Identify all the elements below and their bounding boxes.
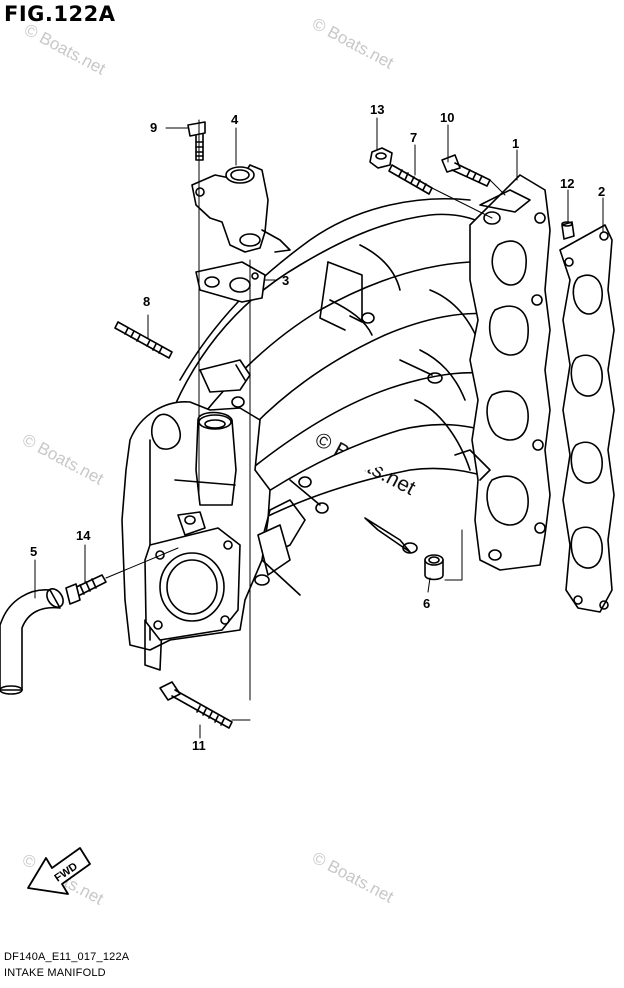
manifold-flange [454,174,551,571]
stud-part-8 [114,321,173,359]
part-label-9: 9 [150,120,157,135]
stud-part-7 [388,164,433,195]
part-label-4: 4 [231,112,239,127]
isc-valve-part-4 [191,164,291,253]
bolt-part-10 [441,154,491,187]
part-label-7: 7 [410,130,417,145]
part-label-3: 3 [282,273,289,288]
part-number-labels: 1 2 3 4 5 6 7 8 9 10 11 12 13 14 [30,102,605,753]
drawing-code: DF140A_E11_017_122A [4,951,130,963]
collar-part-6 [424,554,444,581]
part-label-5: 5 [30,544,37,559]
bolt-part-9 [187,121,206,161]
intake-runners [174,198,501,521]
part-label-8: 8 [143,294,150,309]
part-label-1: 1 [512,136,519,151]
figure-title: FIG.122A [4,2,116,26]
part-label-12: 12 [560,176,574,191]
clip-part-14 [65,574,107,605]
isc-gasket-part-3 [195,261,266,303]
fwd-arrow [27,847,91,895]
figure-caption: INTAKE MANIFOLD [4,967,106,979]
part-label-2: 2 [598,184,605,199]
part-label-11: 11 [192,738,206,753]
gasket-part-2 [559,224,615,613]
part-label-6: 6 [423,596,430,611]
leader-lines [34,117,604,739]
part-label-10: 10 [440,110,454,125]
hose-part-5 [0,588,64,695]
throttle-flange [144,511,241,641]
nut-part-13 [369,147,393,169]
dowel-pin-part-12 [561,221,575,240]
part-label-13: 13 [370,102,384,117]
part-label-14: 14 [76,528,91,543]
bolt-part-11 [159,681,233,729]
